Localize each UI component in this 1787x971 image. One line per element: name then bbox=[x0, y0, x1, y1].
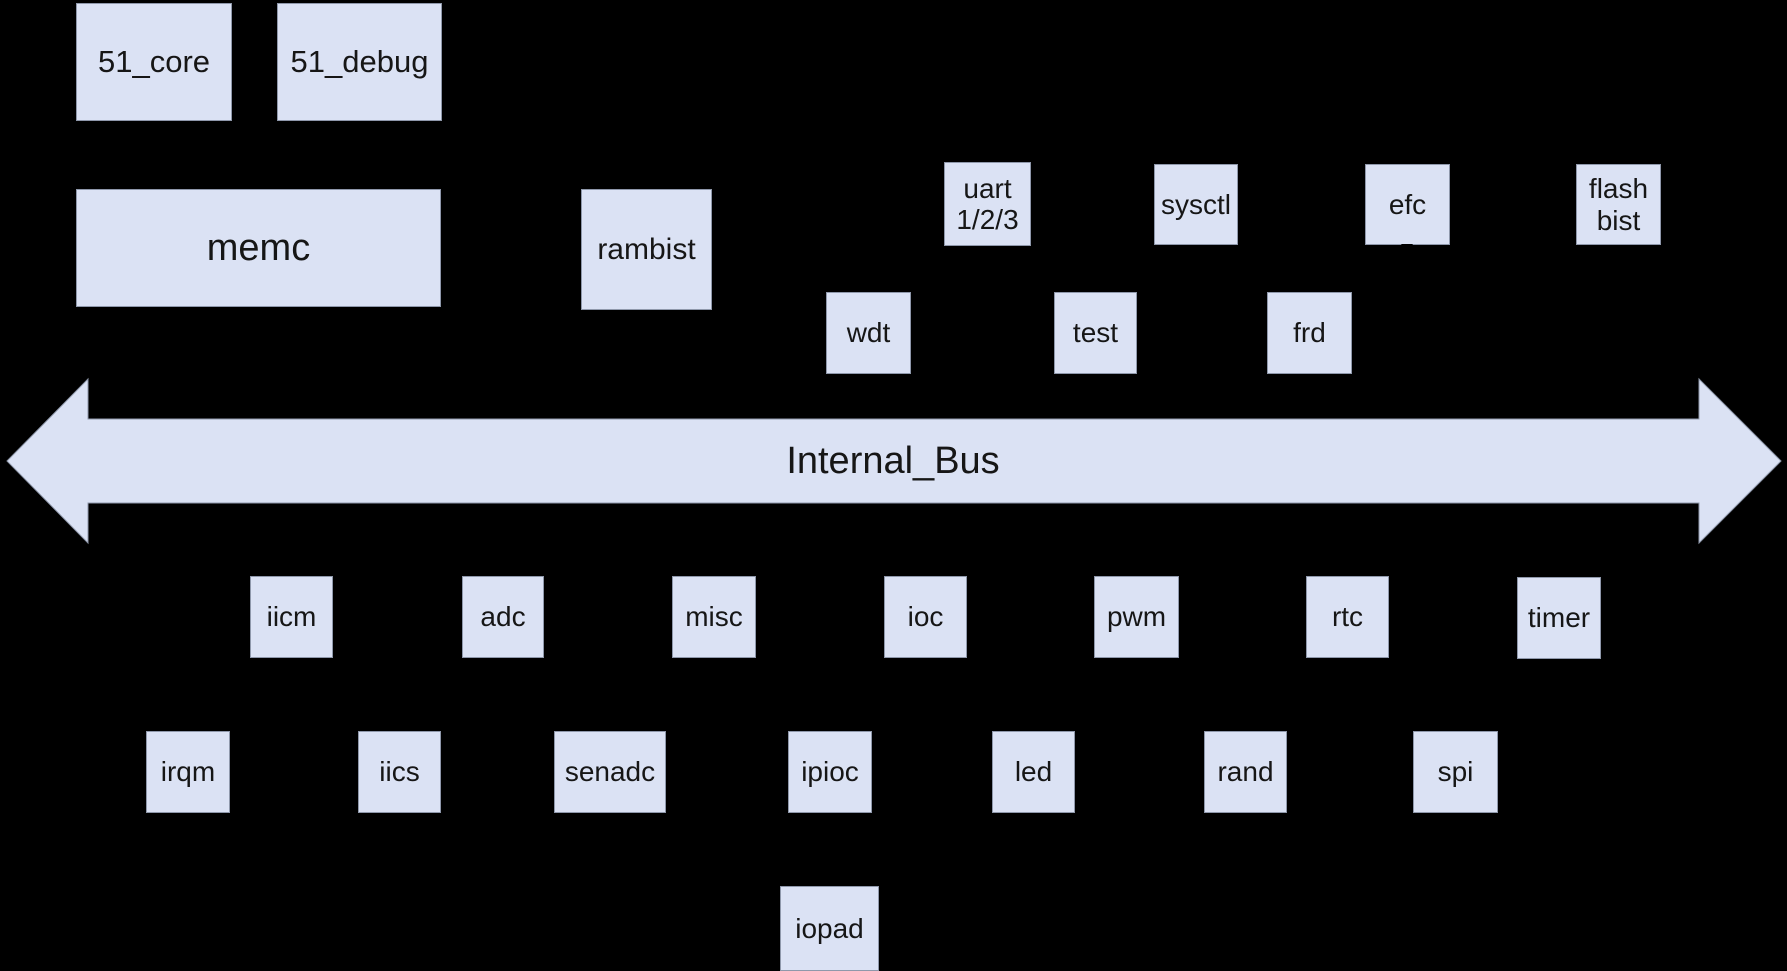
block-51-core: 51_core bbox=[76, 3, 232, 121]
block-label: wdt bbox=[846, 317, 891, 349]
efc-connector-mark bbox=[1401, 244, 1413, 253]
block-label: efc bbox=[1388, 188, 1427, 220]
block-label: sysctl bbox=[1161, 188, 1231, 220]
block-adc: adc bbox=[462, 576, 544, 658]
block-label: timer bbox=[1527, 602, 1591, 634]
block-pwm: pwm bbox=[1094, 576, 1179, 658]
block-led: led bbox=[992, 731, 1075, 813]
block-spi: spi bbox=[1413, 731, 1498, 813]
block-sysctl: sysctl bbox=[1154, 164, 1238, 245]
block-efc: efc bbox=[1365, 164, 1450, 245]
block-label: iopad bbox=[795, 912, 864, 944]
block-iics: iics bbox=[358, 731, 441, 813]
block-irqm: irqm bbox=[146, 731, 230, 813]
block-wdt: wdt bbox=[826, 292, 911, 374]
block-label: rambist bbox=[597, 232, 696, 266]
block-iopad: iopad bbox=[780, 886, 879, 971]
block-label: adc bbox=[480, 601, 526, 633]
block-uart123: uart 1/2/3 bbox=[944, 162, 1031, 246]
block-label: spi bbox=[1437, 756, 1474, 788]
block-rand: rand bbox=[1204, 731, 1287, 813]
block-label: rtc bbox=[1331, 601, 1364, 633]
block-label: rand bbox=[1217, 756, 1274, 788]
bus-arrow-shape bbox=[6, 377, 1782, 545]
block-ipioc: ipioc bbox=[788, 731, 872, 813]
block-label: pwm bbox=[1106, 601, 1167, 633]
block-51-debug: 51_debug bbox=[277, 3, 442, 121]
block-label: senadc bbox=[564, 756, 656, 788]
block-frd: frd bbox=[1267, 292, 1352, 374]
block-label: frd bbox=[1293, 317, 1326, 349]
block-label: 51_debug bbox=[290, 43, 429, 79]
block-label: ioc bbox=[907, 601, 944, 633]
block-label: uart 1/2/3 bbox=[956, 172, 1019, 235]
block-rambist: rambist bbox=[581, 189, 712, 310]
block-label: iicm bbox=[266, 601, 317, 633]
block-label: ipioc bbox=[801, 756, 859, 788]
block-senadc: senadc bbox=[554, 731, 666, 813]
block-timer: timer bbox=[1517, 577, 1601, 659]
block-test: test bbox=[1054, 292, 1137, 374]
block-flash-bist: flash bist bbox=[1576, 164, 1661, 245]
block-iicm: iicm bbox=[250, 576, 333, 658]
block-label: led bbox=[1014, 756, 1053, 788]
block-label: flash bist bbox=[1588, 173, 1649, 236]
block-label: 51_core bbox=[97, 43, 211, 79]
bus-label: Internal_Bus bbox=[786, 440, 999, 482]
block-label: irqm bbox=[160, 756, 216, 788]
block-label: iics bbox=[379, 756, 420, 788]
block-misc: misc bbox=[672, 576, 756, 658]
block-label: misc bbox=[685, 601, 743, 633]
block-ioc: ioc bbox=[884, 576, 967, 658]
block-rtc: rtc bbox=[1306, 576, 1389, 658]
block-memc: memc bbox=[76, 189, 441, 307]
block-label: memc bbox=[206, 226, 311, 269]
block-label: test bbox=[1072, 317, 1119, 349]
